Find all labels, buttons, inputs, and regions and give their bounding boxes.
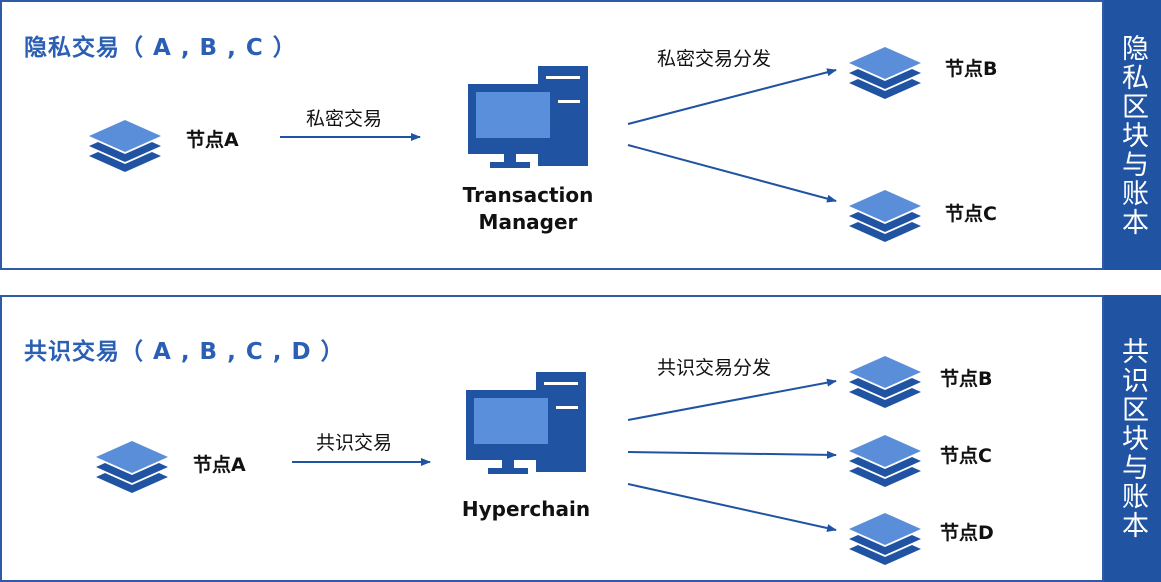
consensus-section-title: 共识交易（ A , B , C , D ）: [24, 339, 345, 365]
consensus-ledger-label: 共识区块与账本: [1117, 337, 1148, 540]
target-node-label: 节点C: [945, 203, 997, 225]
source-node-label: 节点A: [186, 129, 239, 151]
edge-arrow: [627, 450, 837, 459]
edge-arrow: [627, 144, 837, 203]
private-section-title: 隐私交易（ A , B , C ）: [24, 35, 297, 61]
layers-icon: [96, 441, 168, 493]
target-node-label: 节点C: [940, 445, 992, 467]
edge-arrow: [627, 483, 837, 532]
server-computer-icon: [466, 372, 586, 474]
layers-icon: [849, 47, 921, 99]
layers-icon: [849, 356, 921, 408]
layers-icon: [849, 435, 921, 487]
source-node-label: 节点A: [193, 454, 246, 476]
consensus-ledger-sidebar: 共识区块与账本: [1104, 295, 1161, 582]
diagram-graphics: [89, 47, 921, 565]
layers-icon: [849, 190, 921, 242]
consensus-edge-label: 共识交易: [316, 432, 393, 454]
private-ledger-sidebar: 隐私区块与账本: [1104, 0, 1161, 270]
consensus-distribution-label: 共识交易分发: [657, 357, 772, 379]
layers-icon: [849, 513, 921, 565]
target-node-label: 节点B: [940, 368, 993, 390]
manager-label-line2: Manager: [478, 210, 578, 234]
manager-label: Transaction Manager: [448, 182, 608, 236]
target-node-label: 节点D: [940, 522, 994, 544]
private-edge-label: 私密交易: [306, 108, 383, 130]
layers-icon: [89, 120, 161, 172]
manager-label-line1: Transaction: [462, 183, 594, 207]
edge-arrow: [627, 68, 837, 125]
server-computer-icon: [468, 66, 588, 168]
hyperchain-label: Hyperchain: [461, 497, 591, 521]
edge-arrow: [627, 378, 837, 421]
target-node-label: 节点B: [945, 58, 998, 80]
private-ledger-label: 隐私区块与账本: [1117, 33, 1148, 237]
private-distribution-label: 私密交易分发: [657, 48, 772, 70]
